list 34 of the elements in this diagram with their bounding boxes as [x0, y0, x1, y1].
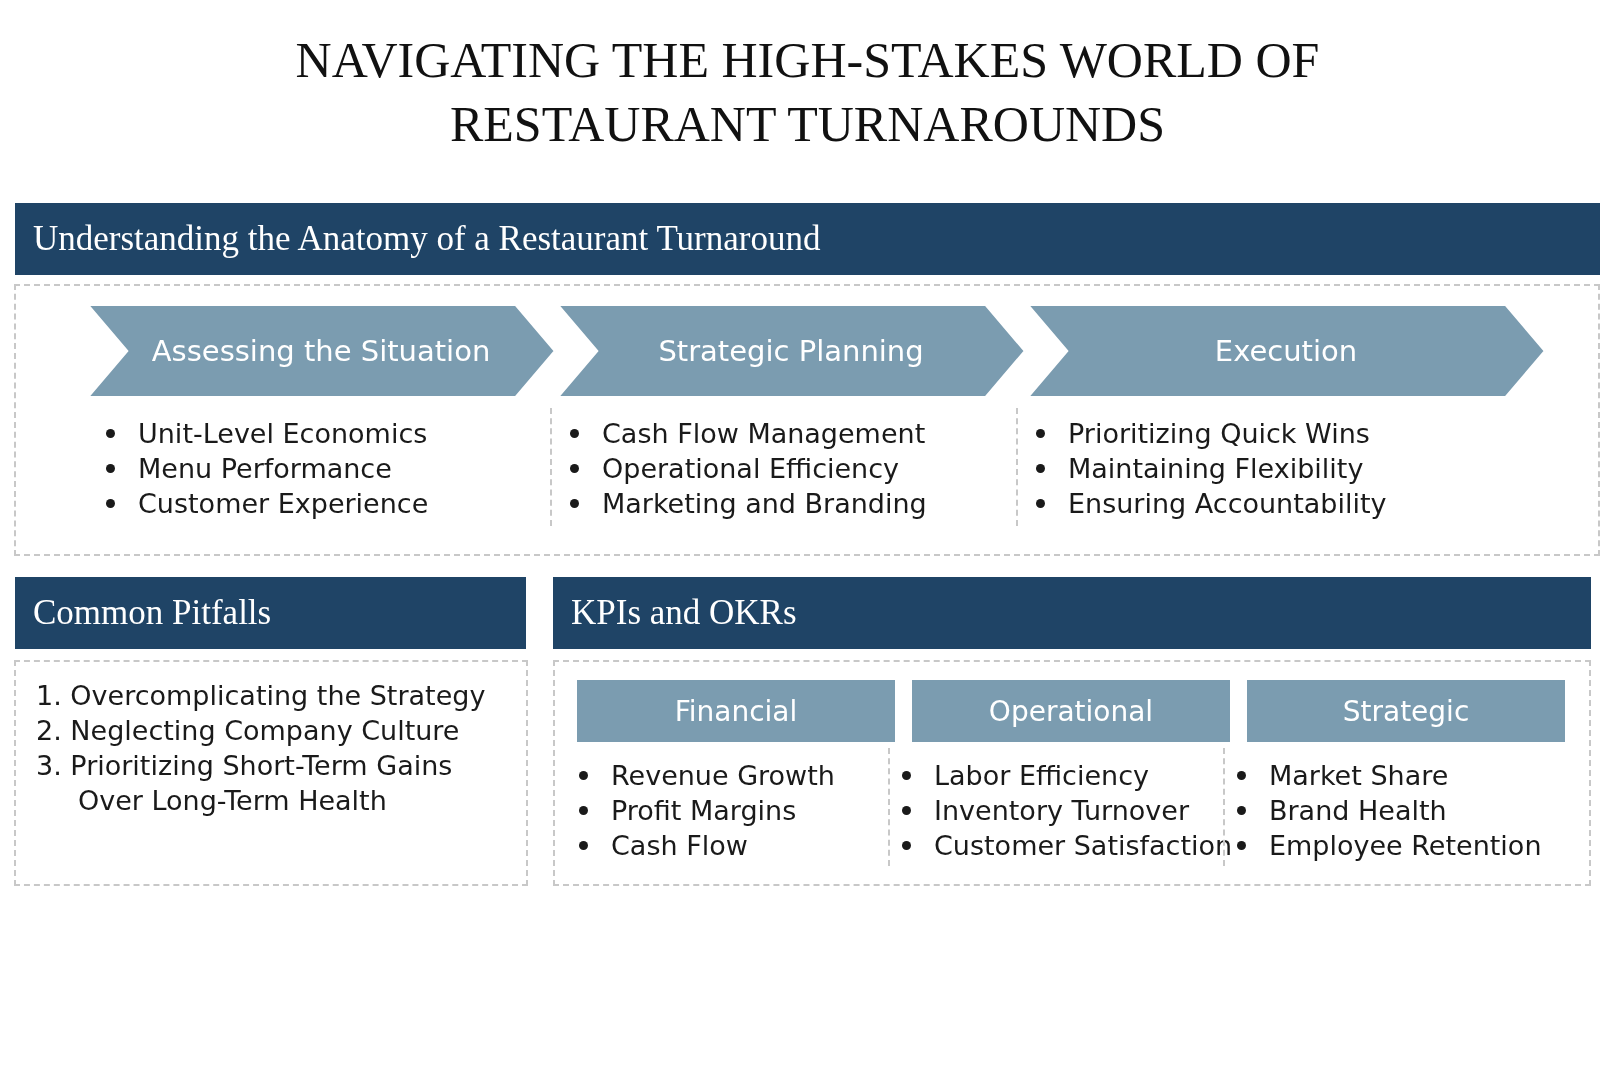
bullet-item: Marketing and Branding	[602, 488, 927, 519]
bullet-item: Brand Health	[1269, 795, 1447, 826]
bullet-item: Cash Flow Management	[602, 418, 926, 449]
bullet-item: Maintaining Flexibility	[1068, 453, 1364, 484]
diagram-title: NAVIGATING THE HIGH-STAKES WORLD OF RESTAURANT TURNAROUNDS	[294, 31, 1321, 154]
bullet-item: Profit Margins	[611, 795, 797, 826]
category-header: Strategic	[1247, 680, 1565, 742]
bullet-item: Inventory Turnover	[934, 795, 1189, 826]
step-title: Assessing the Situation	[150, 333, 492, 370]
bullet-item: Unit-Level Economics	[138, 418, 428, 449]
bullet-item: Cash Flow	[611, 830, 748, 861]
section-header-band: KPIs and OKRs	[553, 577, 1591, 649]
bullet-item: Employee Retention	[1269, 830, 1542, 861]
bullet-item: Revenue Growth	[611, 760, 835, 791]
pitfalls-panel	[14, 660, 528, 886]
category-header: Financial	[577, 680, 895, 742]
numbered-item: 2. Neglecting Company Culture	[36, 714, 461, 748]
numbered-item: 1. Overcomplicating the Strategy	[36, 679, 487, 713]
step-title: Strategic Planning	[657, 333, 925, 370]
bullet-item: Ensuring Accountability	[1068, 488, 1387, 519]
dashed-panel	[14, 284, 1600, 556]
bullet-item: Prioritizing Quick Wins	[1068, 418, 1370, 449]
step-title: Execution	[1213, 333, 1359, 370]
section-header-band: Common Pitfalls	[15, 577, 526, 649]
bullet-item: Menu Performance	[138, 453, 392, 484]
dashed-panel	[553, 660, 1591, 886]
section-header-band: Understanding the Anatomy of a Restaurant Turnaround	[15, 203, 1600, 275]
category-header: Operational	[912, 680, 1230, 742]
bullet-item: Labor Efficiency	[934, 760, 1149, 791]
bullet-item: Market Share	[1269, 760, 1449, 791]
bullet-item: Customer Satisfaction	[934, 830, 1233, 861]
bullet-item: Customer Experience	[138, 488, 429, 519]
numbered-item: 3. Prioritizing Short-Term Gains Over Long-Term Health	[36, 749, 454, 818]
bullet-item: Operational Efficiency	[602, 453, 900, 484]
